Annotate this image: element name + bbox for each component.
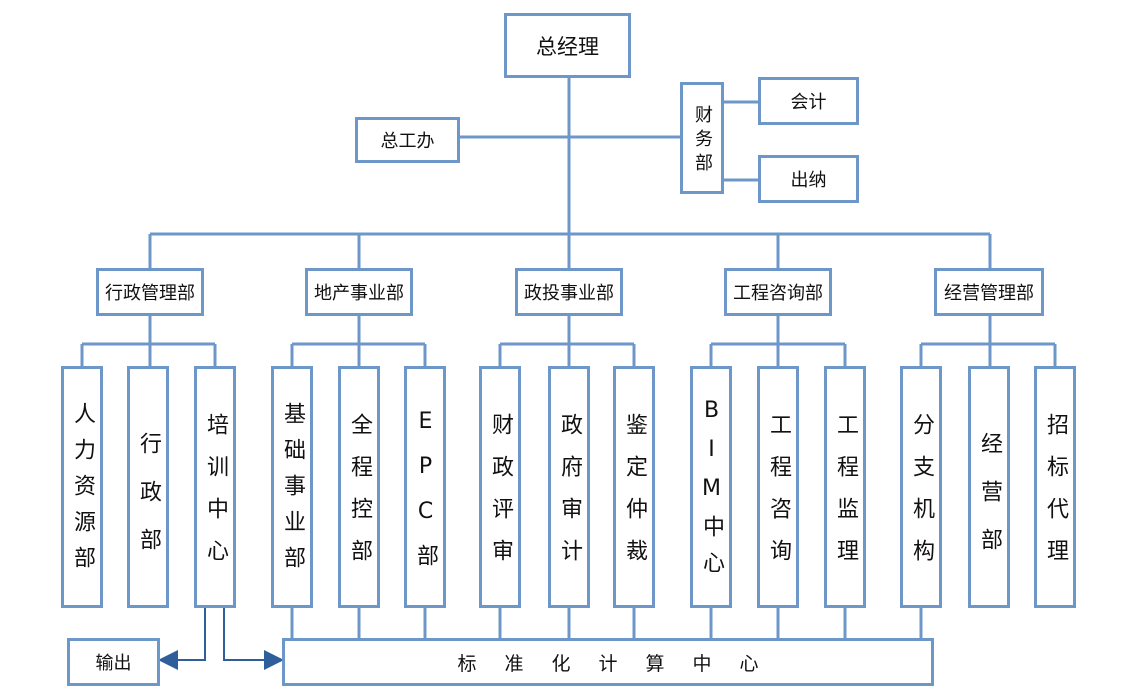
calc-center-box: 标准化计算中心 (282, 638, 934, 686)
unit-epc-box: EPC部 (404, 366, 446, 608)
unit-bim-box: BIM中心 (690, 366, 732, 608)
unit-arbitration-box: 鉴定仲裁 (613, 366, 655, 608)
output-box: 输出 (67, 638, 160, 686)
accountant-box: 会计 (758, 77, 859, 125)
unit-fullprocess-box: 全程控部 (338, 366, 380, 608)
unit-branch-box: 分支机构 (900, 366, 942, 608)
dept-operations-box: 经营管理部 (934, 268, 1044, 316)
unit-business-box: 经营部 (968, 366, 1010, 608)
unit-gov-audit-box: 政府审计 (548, 366, 590, 608)
unit-admin-box: 行政部 (127, 366, 169, 608)
dept-admin-box: 行政管理部 (96, 268, 204, 316)
unit-tender-box: 招标代理 (1034, 366, 1076, 608)
cashier-box: 出纳 (758, 155, 859, 203)
unit-training-box: 培训中心 (194, 366, 236, 608)
dept-consulting-box: 工程咨询部 (724, 268, 832, 316)
dept-govinvest-box: 政投事业部 (515, 268, 623, 316)
dept-realestate-box: 地产事业部 (305, 268, 413, 316)
finance-dept-box: 财务部 (680, 82, 724, 194)
unit-fiscal-review-box: 财政评审 (479, 366, 521, 608)
unit-hr-box: 人力资源部 (61, 366, 103, 608)
ceo-box: 总经理 (504, 13, 631, 78)
unit-supervision-box: 工程监理 (824, 366, 866, 608)
unit-eng-consult-box: 工程咨询 (757, 366, 799, 608)
engineering-office-box: 总工办 (355, 117, 460, 163)
unit-infrastructure-box: 基础事业部 (271, 366, 313, 608)
